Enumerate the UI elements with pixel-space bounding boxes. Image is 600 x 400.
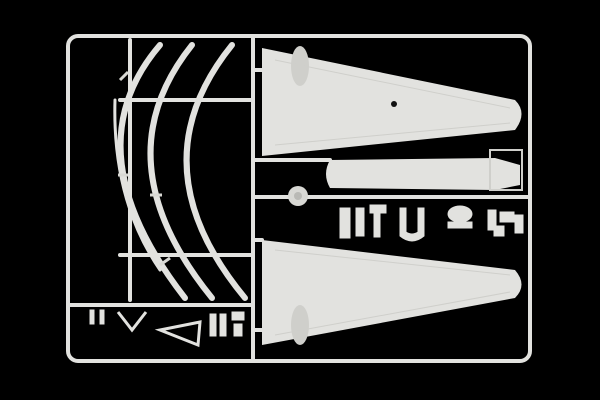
small-part <box>231 311 245 321</box>
upper-wing-part <box>262 46 522 156</box>
lower-wing-panel <box>262 240 522 345</box>
small-part <box>447 205 473 223</box>
small-part <box>369 204 387 214</box>
hub-part <box>288 186 308 206</box>
small-part <box>487 209 497 231</box>
panel-line <box>274 59 511 109</box>
small-part <box>219 313 227 337</box>
ring-inner-runner <box>113 98 162 272</box>
panel-line <box>274 122 511 146</box>
small-part <box>99 309 105 325</box>
small-parts-lower-left <box>89 309 245 348</box>
small-parts-middle <box>339 204 524 242</box>
small-part <box>493 225 505 237</box>
ring-part-3 <box>183 42 248 301</box>
small-part <box>116 311 148 333</box>
ring-part-2 <box>147 42 215 301</box>
small-part <box>209 313 217 337</box>
stub <box>118 70 130 82</box>
hub-center <box>294 192 302 200</box>
small-part <box>499 211 515 223</box>
u-shaped-part <box>399 207 425 242</box>
upper-wing-panel <box>262 48 522 156</box>
small-part <box>233 323 243 337</box>
middle-panel <box>326 158 520 190</box>
upper-wing-hole <box>391 101 397 107</box>
small-part <box>373 212 381 238</box>
middle-tab <box>489 149 523 191</box>
small-part <box>514 214 524 234</box>
triangle-part <box>154 320 202 348</box>
upper-engine-nacelle <box>291 46 309 86</box>
ring-stubs <box>118 70 171 267</box>
small-part <box>339 207 351 239</box>
middle-part <box>326 149 523 191</box>
small-part <box>355 207 365 237</box>
ring-part-1 <box>117 42 188 301</box>
panel-line <box>274 249 511 276</box>
sprue-frame <box>66 34 532 363</box>
lower-engine-nacelle <box>291 305 309 345</box>
panel-line <box>274 291 511 336</box>
lower-wing-part <box>262 240 522 345</box>
small-part <box>89 309 95 325</box>
small-part <box>447 221 473 229</box>
stub <box>159 256 171 267</box>
curved-rings <box>113 42 248 301</box>
